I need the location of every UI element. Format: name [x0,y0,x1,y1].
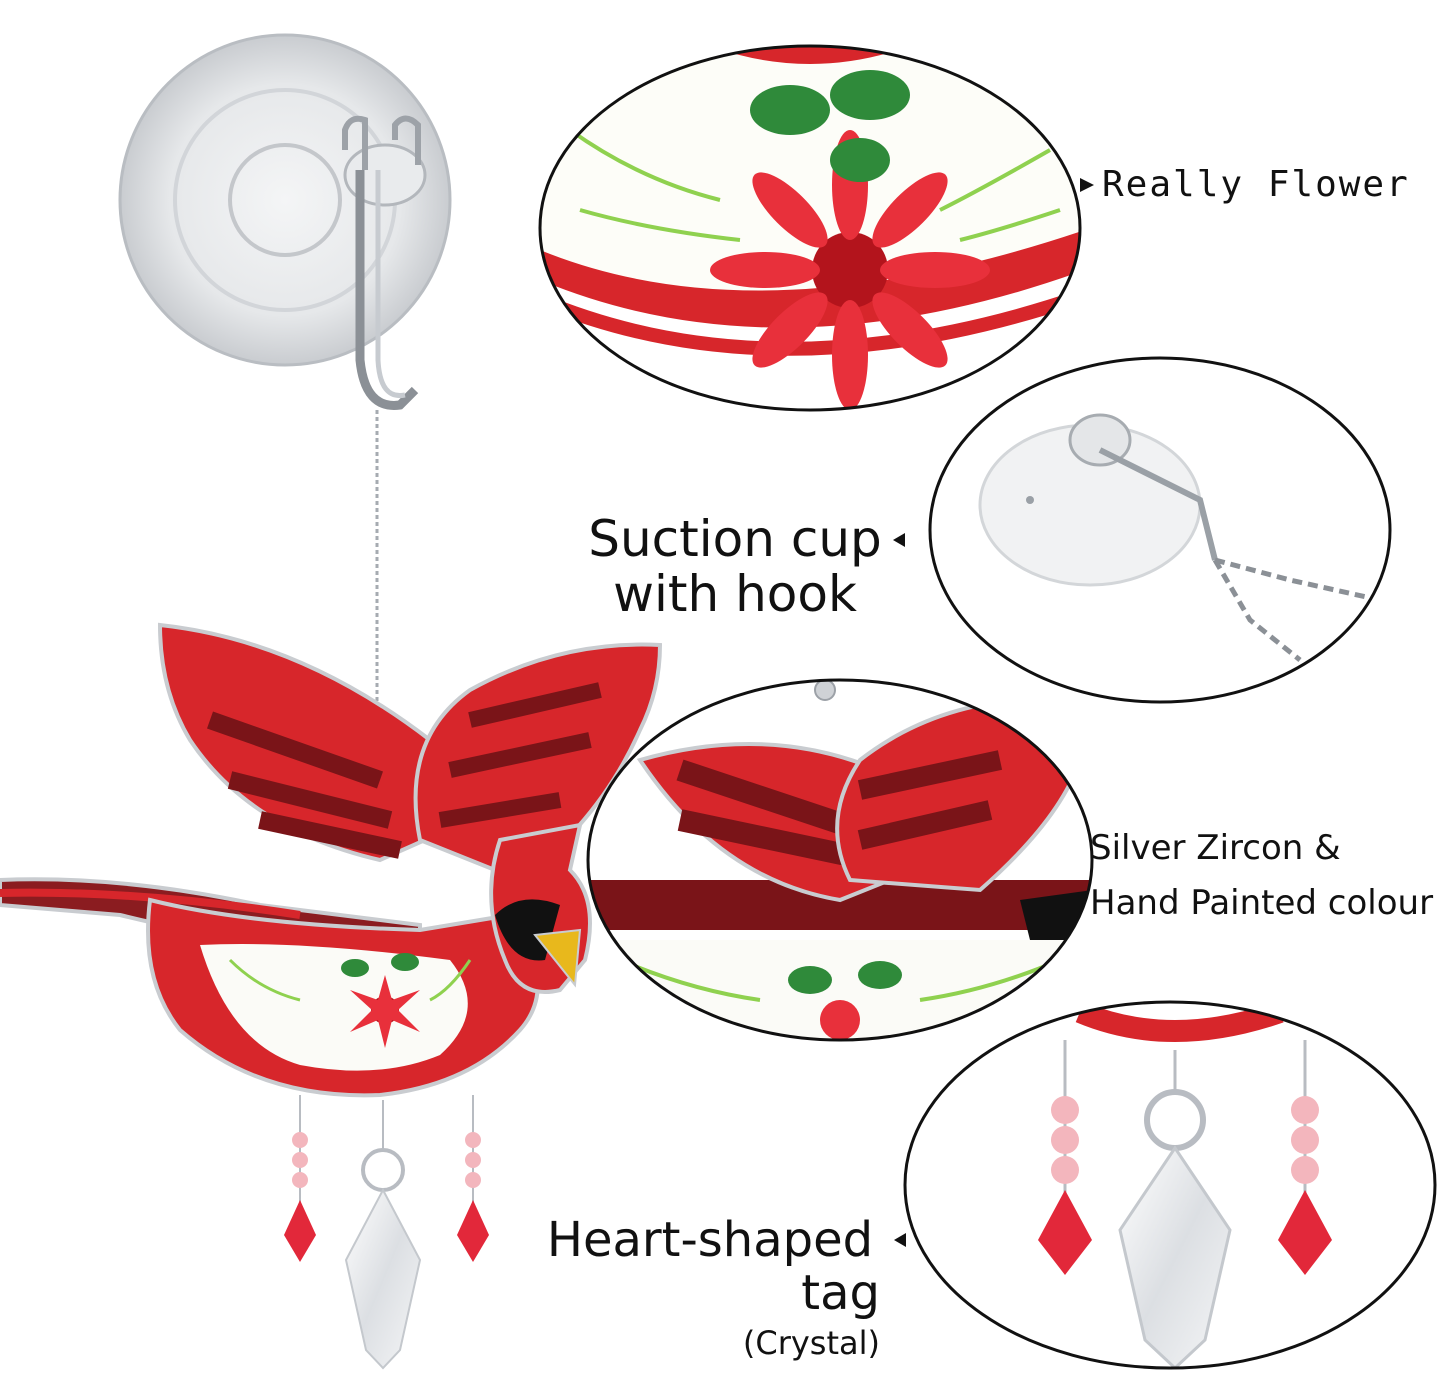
label-silver-zircon: Silver Zircon & Hand Painted colour [1090,828,1434,924]
dangles [284,1095,489,1370]
body-flower [228,953,472,1048]
label-zircon-line2: Hand Painted colour [1090,883,1434,924]
label-heart-line1: Heart-shaped [546,1212,874,1268]
cardinal-ornament [0,622,663,1370]
label-zircon-line1: Silver Zircon & [1090,828,1341,868]
label-heart-line3: (Crystal) [742,1323,880,1362]
label-heart-tag: Heart-shaped tag (Crystal) [540,1214,880,1361]
label-really-flower-text: Really Flower [1102,164,1410,205]
zoom-flower [540,46,1080,410]
zoom-suction-cup [930,358,1390,702]
label-suction-line1: Suction cup [588,510,882,568]
label-suction-line2: with hook [613,565,857,623]
label-really-flower: Really Flower [1102,165,1410,205]
zoom-crystal [905,1002,1435,1368]
suction-cup-main [118,33,452,410]
label-suction-cup: Suction cup with hook [585,512,885,622]
label-heart-line2: tag [801,1264,880,1321]
